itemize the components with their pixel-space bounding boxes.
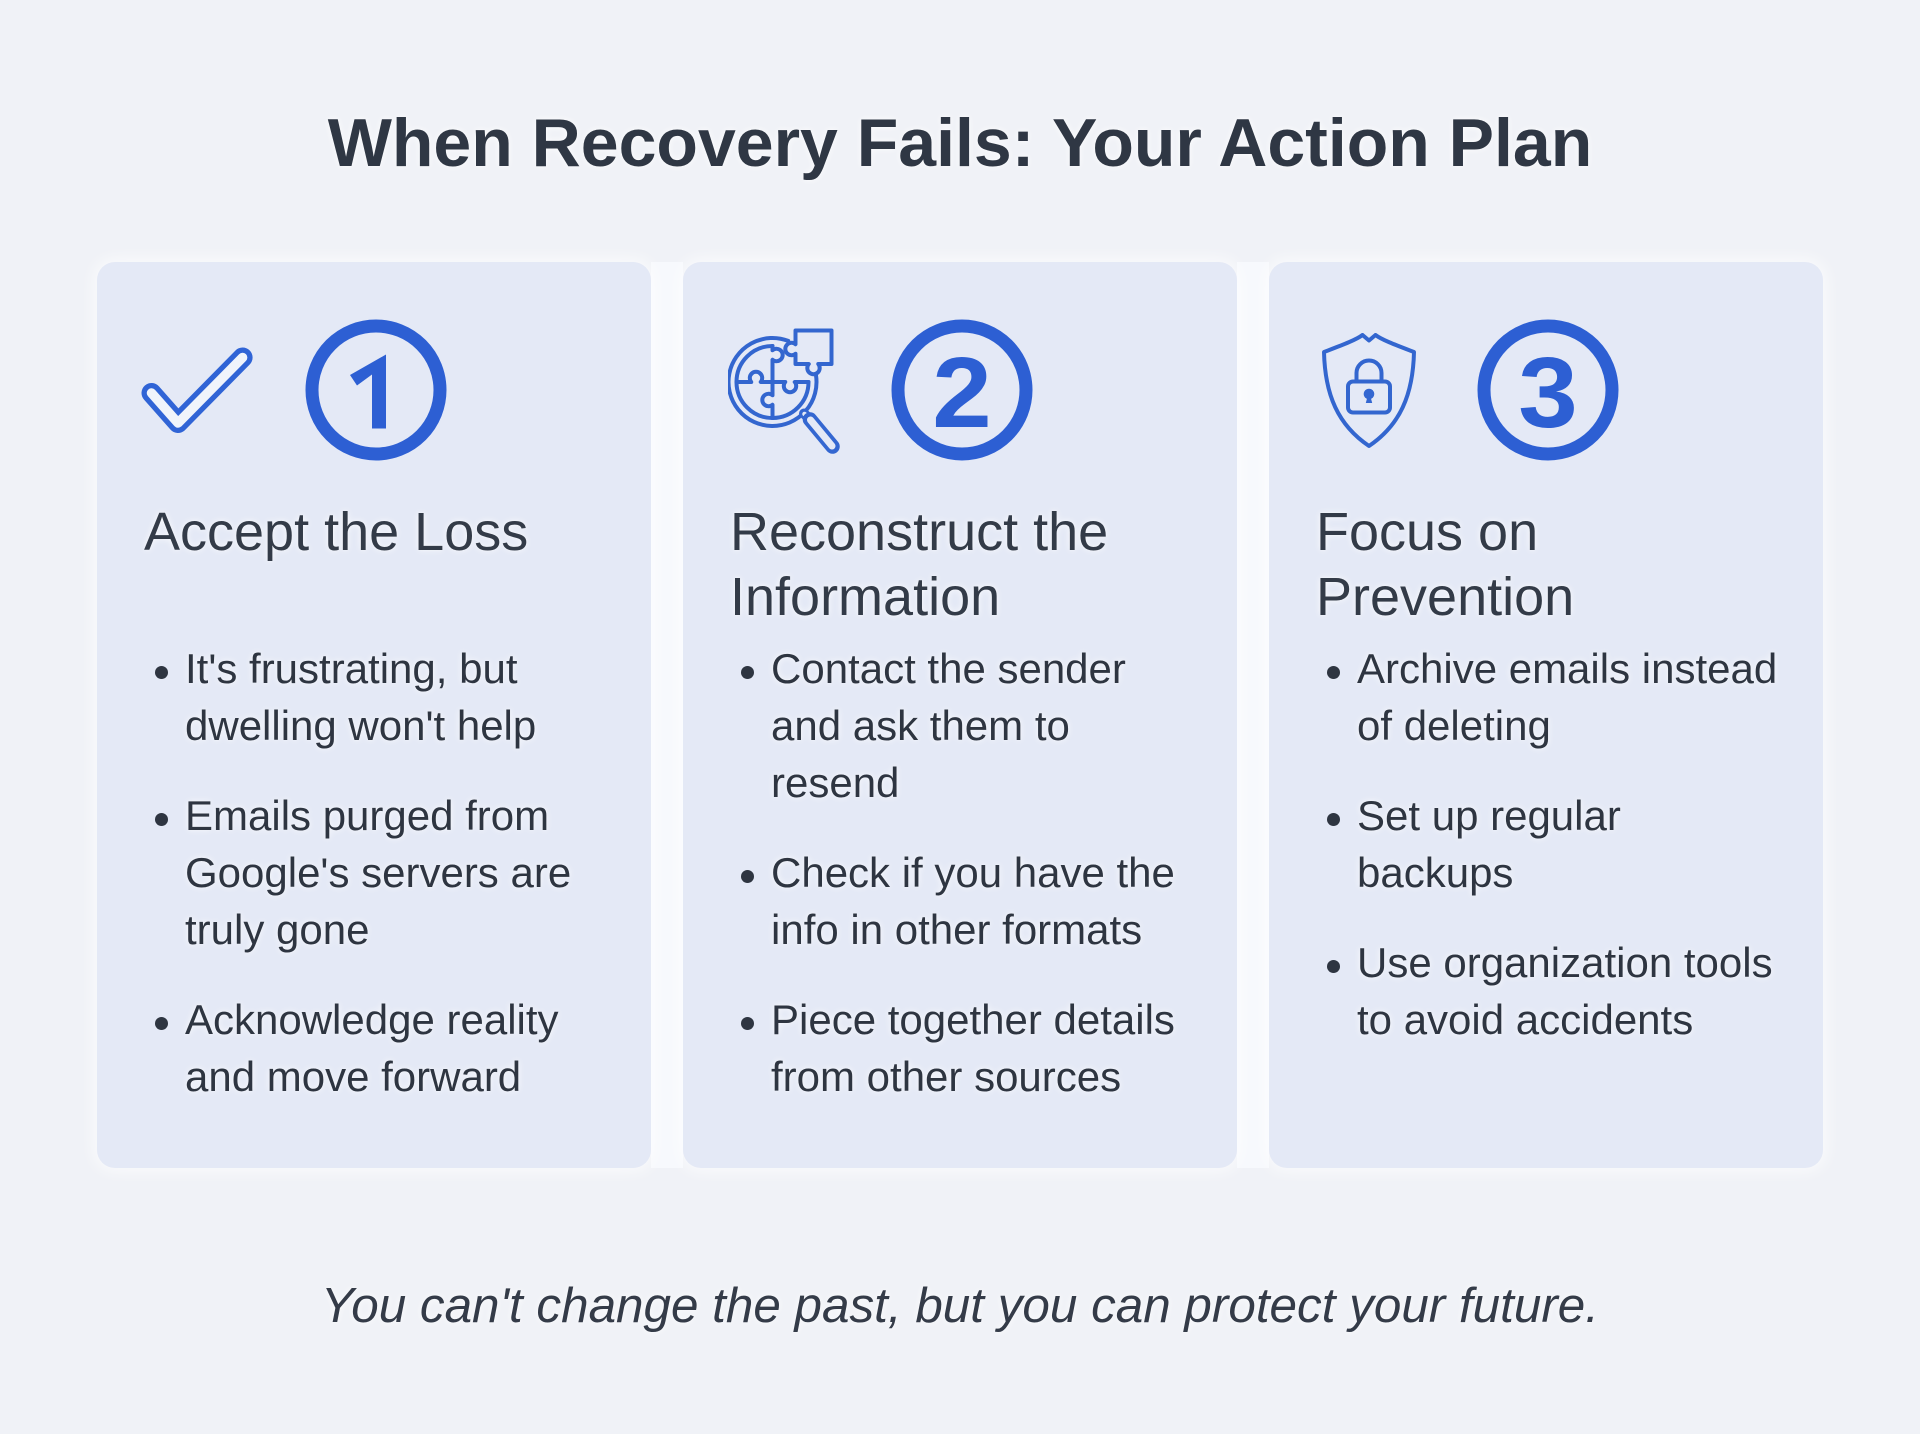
svg-text:3: 3 (1518, 336, 1578, 448)
svg-text:2: 2 (932, 336, 992, 448)
